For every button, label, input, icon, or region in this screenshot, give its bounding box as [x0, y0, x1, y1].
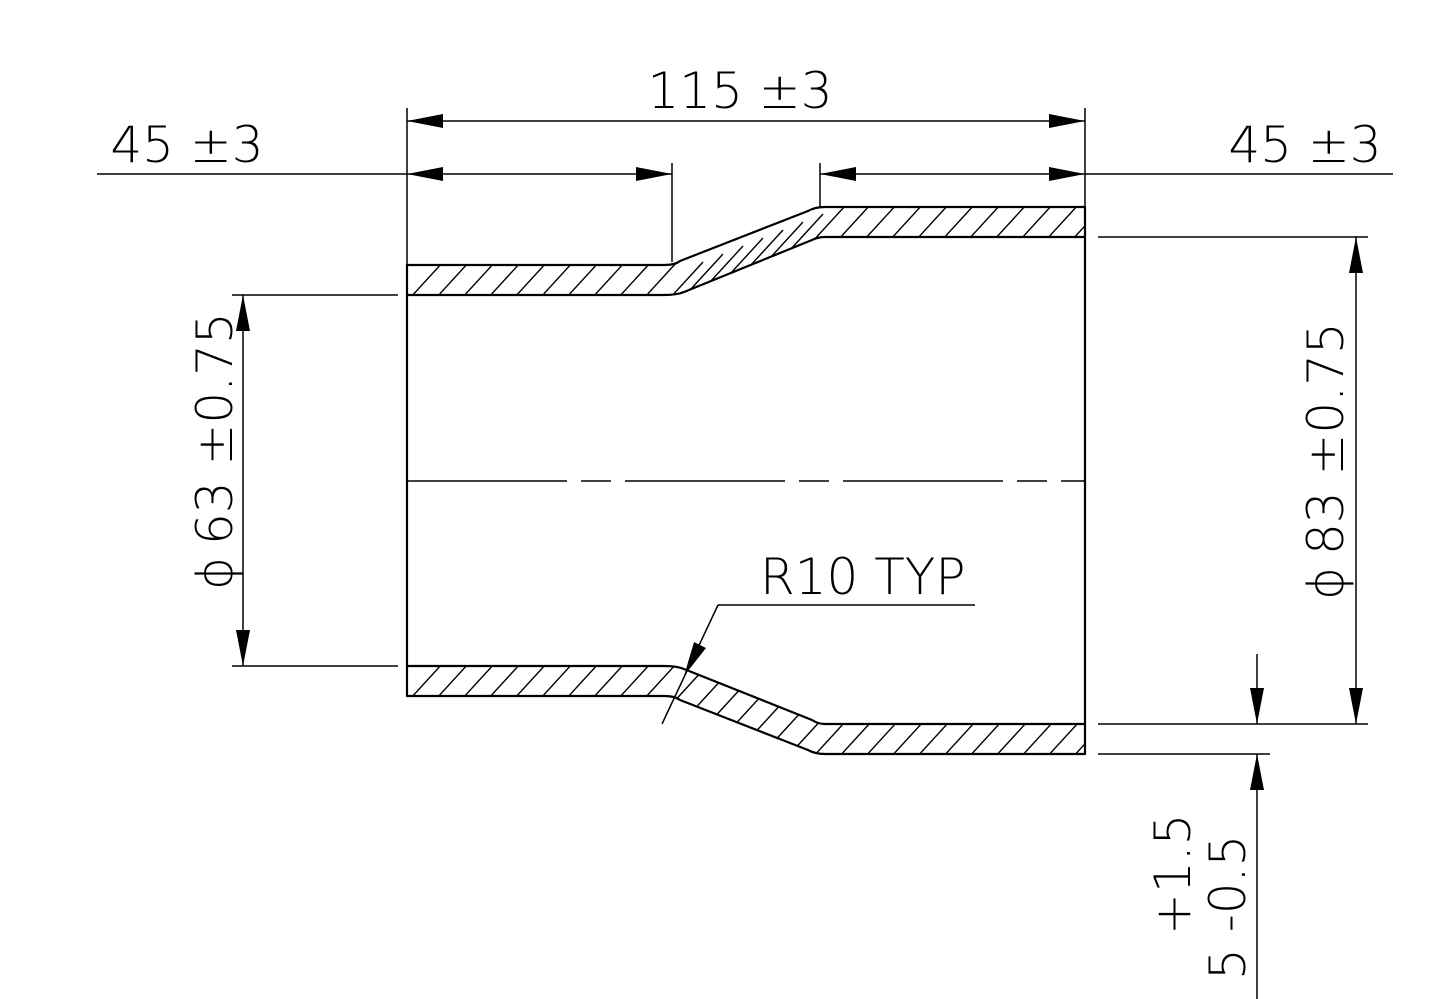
right-length-label: 45 ±3: [1228, 116, 1381, 174]
upper-wall-hatch: [409, 207, 1085, 295]
upper-wall: [405, 205, 1087, 297]
small-diameter-label: 63 ±0.75: [186, 312, 244, 545]
right-length-dimension: 45 ±3: [819, 116, 1393, 207]
large-diameter-label: 83 ±0.75: [1297, 322, 1355, 555]
overall-length-dimension: 115 ±3: [406, 62, 1086, 265]
wall-thickness-dimension: +1.5 5 -0.5: [1098, 654, 1270, 999]
small-diameter-symbol: ϕ: [186, 557, 244, 590]
large-diameter-dimension: ϕ 83 ±0.75: [1098, 236, 1368, 725]
upper-wall-outline: [405, 205, 1087, 297]
wall-thickness-upper-tolerance: +1.5: [1144, 814, 1202, 935]
radius-callout: R10 TYP: [661, 548, 975, 725]
overall-length-label: 115 ±3: [647, 62, 832, 120]
lower-wall-hatch: [409, 666, 1085, 754]
left-length-dimension: 45 ±3: [97, 116, 673, 262]
large-diameter-symbol: ϕ: [1297, 567, 1355, 600]
left-length-label: 45 ±3: [110, 116, 263, 174]
lower-wall-outline: [405, 664, 1087, 756]
wall-thickness-label: 5 -0.5: [1199, 835, 1257, 980]
small-diameter-dimension: ϕ 63 ±0.75: [186, 294, 398, 667]
radius-label: R10 TYP: [760, 548, 966, 606]
lower-wall: [405, 664, 1087, 756]
